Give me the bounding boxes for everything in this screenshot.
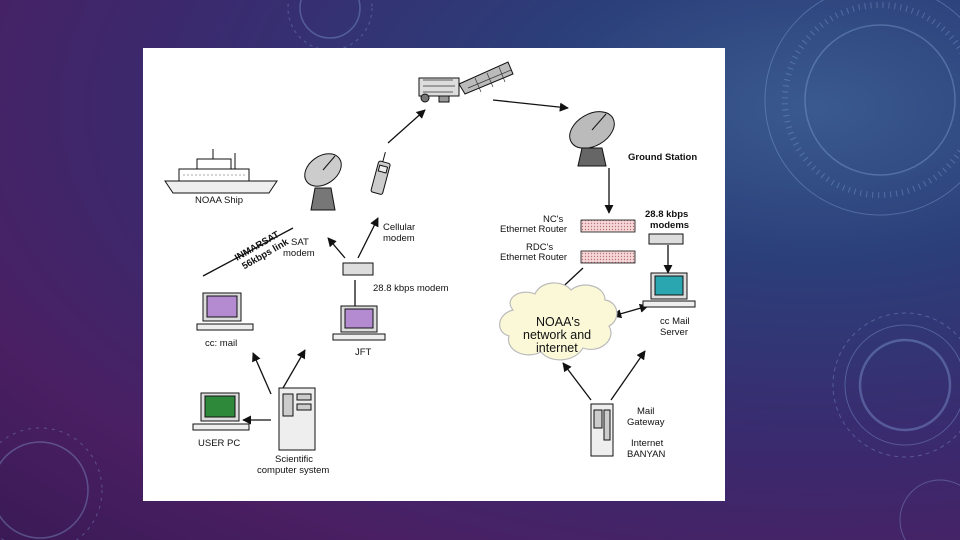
arrow-gateway-to-cloud-2 (610, 350, 646, 401)
noaa-network-cloud (499, 282, 618, 361)
jft-computer-icon (332, 305, 386, 341)
arrow-satellite-to-ground (492, 99, 569, 112)
noaa-network-label-3: internet (536, 341, 578, 355)
ground-station-label: Ground Station (628, 152, 697, 163)
nc-router (580, 219, 636, 233)
noaa-network-label-1: NOAA's (536, 315, 580, 329)
cc-mail-server-icon (642, 272, 696, 308)
cellular-label-1: Cellular (383, 222, 415, 233)
arrow-cloud-server (612, 303, 649, 319)
arrow-modem-to-cellular (357, 217, 379, 259)
sat-dish-icon (304, 153, 342, 211)
jft-label: JFT (355, 347, 372, 358)
nc-router-label-1: NC's (543, 214, 564, 225)
sat-modem-label-1: SAT (291, 237, 309, 248)
mail-gateway-label-1: Mail (637, 406, 654, 417)
modems-label-2: modems (650, 220, 689, 231)
arrow-modem-to-sat (327, 237, 346, 259)
arrow-sat-to-satellite (387, 109, 426, 144)
nc-router-label-2: Ethernet Router (500, 224, 567, 235)
internet-banyan-label-2: BANYAN (627, 449, 666, 460)
rdc-router-label-1: RDC's (526, 242, 553, 253)
cellular-phone-icon (370, 151, 391, 195)
arrow-gateway-to-cloud-1 (562, 362, 592, 401)
scientific-label-2: computer system (257, 465, 329, 476)
user-pc-label: USER PC (198, 438, 240, 449)
ground-station-icon (569, 111, 615, 167)
connectors (202, 99, 673, 425)
ship-icon (164, 149, 278, 194)
center-modem-device (342, 262, 374, 276)
mail-gateway-label-2: Gateway (627, 417, 665, 428)
scientific-computer-icon (278, 387, 316, 451)
center-modem-label: 28.8 kbps modem (373, 283, 449, 294)
rdc-router-label-2: Ethernet Router (500, 252, 567, 263)
satellite-icon (418, 61, 514, 103)
cellular-label-2: modem (383, 233, 415, 244)
sat-modem-label-2: modem (283, 248, 315, 259)
rdc-router (580, 250, 636, 264)
line-ship-inmarsat (202, 227, 294, 277)
arrow-sci-to-jft (282, 349, 306, 389)
noaa-ship-label: NOAA Ship (195, 195, 243, 206)
network-diagram: NOAA Ship SAT modem INMARSAT 56kbps link… (164, 61, 697, 476)
mail-gateway-icon (590, 403, 614, 457)
cc-mail-computer-icon (196, 292, 254, 331)
cc-mail-server-label-1: cc Mail (660, 316, 690, 327)
cc-mail-server-label-2: Server (660, 327, 688, 338)
diagram-panel: NOAA Ship SAT modem INMARSAT 56kbps link… (143, 48, 725, 501)
modems-label-1: 28.8 kbps (645, 209, 688, 220)
user-pc-icon (192, 392, 250, 431)
modems-device (648, 233, 684, 245)
arrow-sci-to-ccmail (252, 352, 272, 395)
scientific-label-1: Scientific (275, 454, 313, 465)
noaa-network-label-2: network and (523, 328, 591, 342)
cc-mail-label: cc: mail (205, 338, 237, 349)
internet-banyan-label-1: Internet (631, 438, 664, 449)
